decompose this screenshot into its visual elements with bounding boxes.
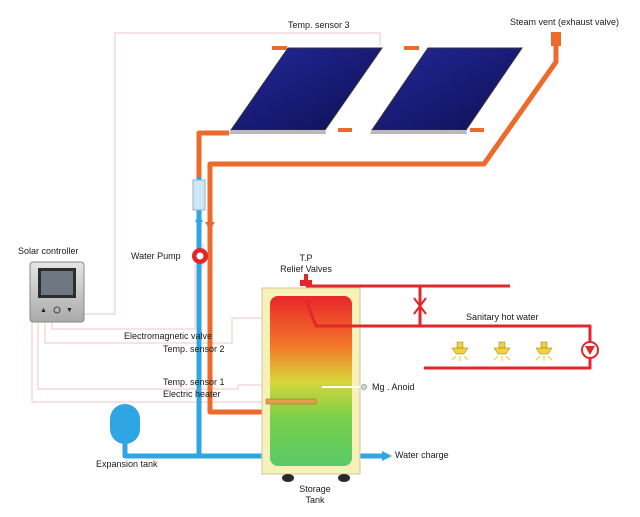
svg-text:▲: ▲ (40, 307, 47, 314)
temp-sensor-1-label: Temp. sensor 1 (163, 377, 225, 387)
storage-tank-label-line1: Storage (299, 484, 331, 494)
sanitary-outlets (451, 341, 553, 361)
solar-controller-label: Solar controller (18, 246, 79, 256)
water-pump-label: Water Pump (131, 251, 181, 261)
electromagnetic-valve-label: Electromagnetic valve (124, 331, 213, 341)
hot-supply-pipe (207, 46, 559, 415)
flow-arrows (205, 222, 215, 230)
steam-vent-valve (551, 32, 561, 46)
expansion-tank (110, 404, 140, 444)
solar-panel-right (371, 47, 523, 131)
tp-relief-valve-icon (300, 274, 312, 286)
hot-return-pipe (196, 130, 229, 177)
svg-text:▼: ▼ (66, 307, 73, 314)
expansion-tank-pipe (122, 440, 199, 459)
mg-anode-knob (360, 383, 368, 391)
sanitary-hot-water-label: Sanitary hot water (466, 312, 539, 322)
temp-sensor-3-label: Temp. sensor 3 (288, 20, 350, 30)
pipe-sight-glass (192, 179, 206, 211)
electric-heater-rod (265, 398, 317, 405)
solar-panel-left (230, 47, 383, 131)
water-pump-icon (192, 248, 208, 264)
solar-panels (229, 47, 523, 134)
electric-heater-label: Electric heater (163, 389, 221, 399)
circulation-pump-icon (581, 341, 599, 359)
tp-relief-label-line2: Relief Valves (280, 264, 332, 274)
expansion-tank-label: Expansion tank (96, 459, 158, 469)
wire-temp-sensor-1 (37, 322, 272, 390)
outlet-lamp-icon (493, 341, 511, 361)
wire-temp-sensor-2 (44, 317, 272, 344)
mg-anoid-label: Mg . Anoid (372, 382, 415, 392)
steam-vent-label: Steam vent (exhaust valve) (510, 17, 620, 27)
storage-tank-label-line2: Tank (305, 495, 325, 505)
outlet-lamp-icon (451, 341, 469, 361)
water-charge-arrow (382, 451, 392, 461)
sanitary-drop-pipe (304, 299, 592, 370)
storage-tank (261, 287, 361, 482)
tp-relief-label-line1: T.P (299, 253, 313, 263)
panel-connector-stubs (272, 46, 484, 132)
water-charge-label: Water charge (395, 450, 449, 460)
outlet-lamp-icon (535, 341, 553, 361)
temp-sensor-2-label: Temp. sensor 2 (163, 344, 225, 354)
solar-controller-icon: ▲ ▼ (29, 261, 85, 323)
wire-electric-heater (31, 322, 266, 403)
